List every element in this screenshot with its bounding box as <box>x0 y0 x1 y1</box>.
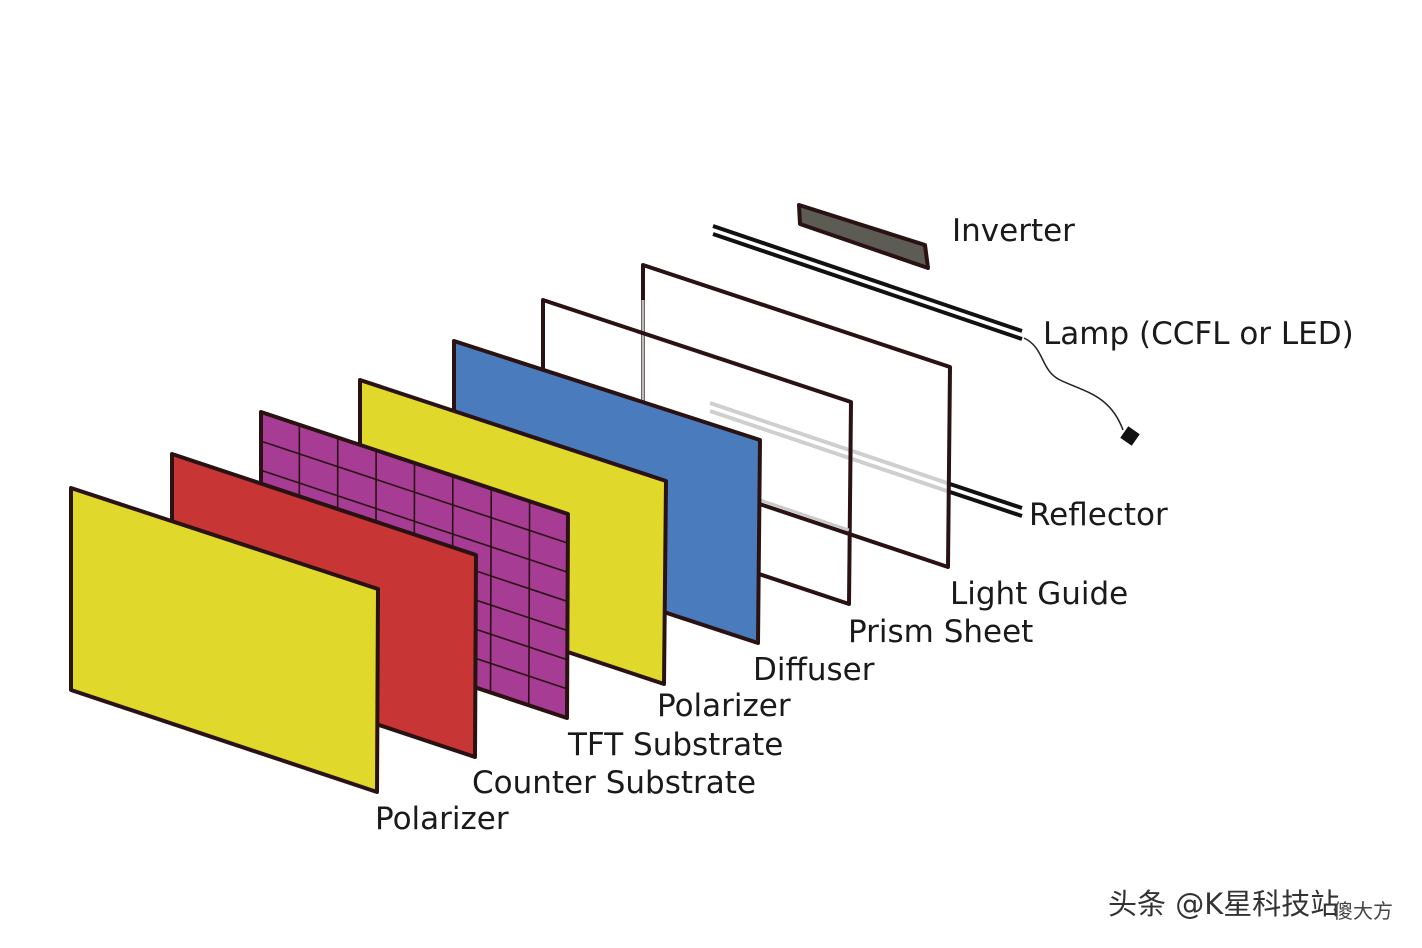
tft-substrate-label: TFT Substrate <box>567 727 783 763</box>
inverter-board <box>797 203 930 270</box>
watermark-text: 头条 @K星科技站 <box>1108 887 1339 921</box>
counter-substrate-label: Counter Substrate <box>472 765 756 801</box>
lamp-cable <box>1023 337 1124 431</box>
grid-line-horizontal <box>260 469 568 574</box>
lamp-rod <box>712 224 1023 341</box>
inverter-label: Inverter <box>952 213 1075 249</box>
grid-line-vertical <box>527 501 531 706</box>
front-polarizer-panel <box>69 486 380 794</box>
reflector-rod <box>709 401 1023 518</box>
lamp-connector <box>1120 426 1140 446</box>
front-polarizer-label: Polarizer <box>375 801 509 837</box>
reflector-label: Reflector <box>1029 497 1168 533</box>
prism-sheet-label: Prism Sheet <box>848 614 1033 650</box>
watermark-badge: 傻大方 <box>1333 899 1393 923</box>
diffuser-label: Diffuser <box>753 652 875 688</box>
light-guide-label: Light Guide <box>950 576 1128 612</box>
lamp-label: Lamp (CCFL or LED) <box>1043 316 1354 352</box>
rear-polarizer-label: Polarizer <box>657 688 791 724</box>
grid-line-horizontal <box>260 440 569 544</box>
grid-line-vertical <box>489 488 493 693</box>
